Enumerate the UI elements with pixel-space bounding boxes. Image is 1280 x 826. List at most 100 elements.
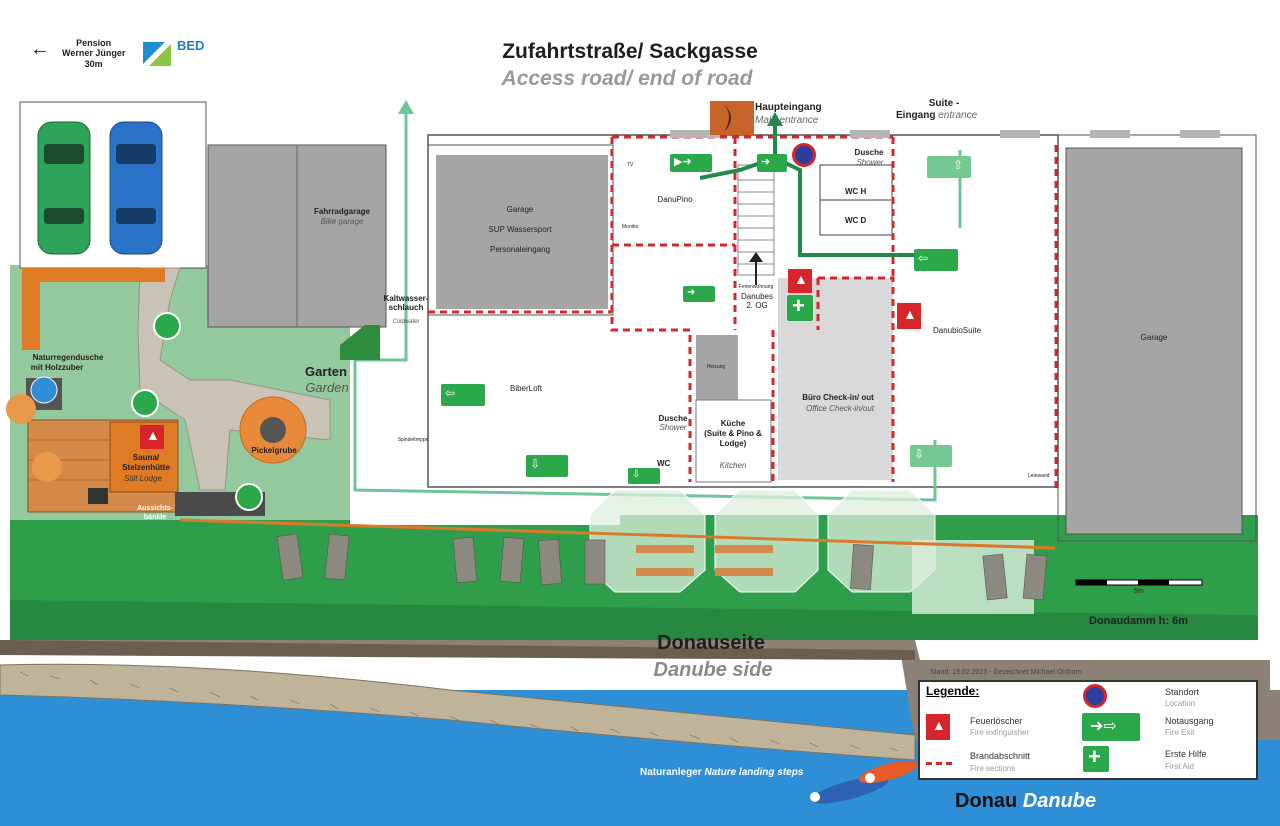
evacuation-route: [699, 124, 915, 257]
garden-label: Garten: [305, 364, 347, 379]
danubes-og-label: 2. OG: [746, 301, 768, 310]
road-title: Zufahrtstraße/ Sackgasse: [502, 40, 758, 63]
dusche2-label-en: Shower: [659, 423, 687, 432]
leinwand-label: Leinwand: [1028, 473, 1050, 479]
fire-extinguisher-sign-2: ▲: [897, 303, 921, 329]
legend-firesection: Brandabschnitt: [970, 751, 1031, 761]
naturdusche-label-1: Naturregendusche: [32, 353, 104, 362]
arrow-down-icon: ⇩: [632, 469, 641, 480]
pickelgrube-label: Pickelgrube: [251, 446, 297, 455]
deck-benches: [636, 545, 773, 576]
car-green: [37, 121, 91, 255]
legend-fire-exit: Notausgang: [1165, 716, 1214, 726]
legend-extinguisher: Feuerlöscher: [970, 716, 1023, 726]
legend-location-en: Location: [1165, 699, 1196, 708]
wc-label: WC: [657, 459, 671, 468]
fire-exit-sign-corridor: ⇦: [914, 249, 958, 271]
kitchen-label-en: Kitchen: [719, 461, 747, 470]
kaltwasser-label-2: schlauch: [388, 303, 424, 312]
dusche-label-en: Shower: [856, 158, 884, 167]
fire-exit-sign-biberloft-down: ⇩: [526, 455, 568, 477]
heizung-room: [696, 335, 738, 400]
fire-extinguisher-icon: ▲: [794, 271, 808, 287]
kitchen-label-3: Lodge): [719, 439, 747, 448]
aussicht-label-1: Aussichts-: [137, 505, 173, 512]
fire-extinguisher-sign-1: ▲: [788, 269, 812, 293]
location-marker-icon: [1083, 684, 1107, 708]
danube-side-label: Donauseite: [657, 632, 765, 654]
facade-windows: [670, 130, 1220, 138]
bike-garage-label: Fahrradgarage: [313, 207, 371, 216]
fire-exit-icon: ▶➜: [674, 156, 692, 168]
sauna-label-en: Stilt Lodge: [124, 474, 162, 483]
people-icon: [6, 394, 36, 424]
garden-label-en: Garden: [305, 380, 349, 395]
danube-side-label-en: Danube side: [653, 659, 773, 681]
arrow-down-icon: ⇩: [914, 447, 925, 461]
biberloft-label: BiberLoft: [509, 384, 543, 393]
legend-first-aid: Erste Hilfe: [1165, 749, 1207, 759]
aussicht-label-2: bänkle: [143, 514, 167, 521]
first-aid-sign: +: [787, 293, 813, 321]
legend: Legende: ▲ Feuerlöscher Fire extinguishe…: [918, 680, 1258, 780]
bathrobe-icon: [153, 312, 181, 340]
fire-exit-icon: ➜: [761, 156, 771, 168]
fire-exit-sign-biberloft: ⇦: [441, 384, 485, 406]
path-band: [0, 640, 915, 660]
scale-label: 5m: [1134, 588, 1144, 595]
arrow-down-icon: ⇩: [530, 457, 541, 471]
legend-first-aid-en: First Aid: [1165, 762, 1194, 771]
dyke-height-label: Donaudamm h: 6m: [1089, 615, 1189, 627]
bathrobe-icon: [235, 483, 263, 511]
dusche-label: Dusche: [854, 148, 884, 157]
fire-exit-sign-suite-down: ⇩: [910, 445, 952, 467]
bed-breakfast-logo-icon: [143, 42, 171, 66]
coldwater-label: Coldwater: [392, 319, 420, 325]
first-aid-icon: +: [792, 293, 805, 318]
sauna-label-1: Sauna/: [132, 453, 160, 462]
pension-label: Pension Werner Jünger 30m: [62, 38, 126, 69]
fire-section-lines: [428, 135, 1058, 490]
danubiosuite-label: DanubioSuite: [932, 326, 982, 335]
right-garage-label: Garage: [1140, 333, 1168, 342]
terrace-square: [912, 540, 1034, 614]
fire-exit-sign-wc: ⇩: [628, 468, 660, 484]
main-entrance-label: Haupteingang: [755, 102, 822, 113]
riprap-stones: [19, 671, 899, 752]
car-blue: [109, 121, 163, 255]
stone-riprap: [0, 663, 916, 761]
rain-shower: [30, 376, 58, 404]
kitchen-room: [695, 399, 772, 483]
first-aid-icon: +: [1083, 744, 1109, 772]
garden-fence: [340, 325, 380, 360]
sup-garage: [436, 155, 608, 309]
people-icon: [32, 452, 62, 482]
fire-exit-icon: ➜: [687, 287, 696, 298]
wc-h-label: WC H: [845, 187, 867, 196]
legend-firesection-en: Fire sections: [970, 764, 1016, 773]
main-entrance-label-en: Main entrance: [755, 115, 819, 126]
office-label: Büro Check-in/ out: [802, 393, 874, 402]
heizung-label: Heizung: [706, 364, 726, 370]
landing-steps-label: Naturanleger Nature landing steps: [640, 767, 804, 778]
wc-d-label: WC D: [845, 216, 867, 225]
fire-extinguisher-icon: ▲: [903, 306, 917, 322]
suite-entrance-label-2: Eingang entrance: [896, 110, 978, 121]
fire-exit-sign-ferienwohnung: ➜: [683, 286, 715, 302]
danubes-label: Danubes: [740, 292, 774, 301]
monitor-label: Monitor: [622, 224, 639, 230]
drawing-stamp: Stand: 19.02.2023 - Gezeichnet Michael Ö…: [930, 669, 1082, 676]
tv-label: TV: [627, 162, 634, 168]
dusche2-label: Dusche: [658, 414, 688, 423]
arrow-up-icon: ⇧: [953, 158, 964, 172]
deck-edge: [179, 518, 1056, 550]
bathrobe-icon: [131, 389, 159, 417]
arrow-left-icon: ⇦: [445, 386, 456, 400]
legend-extinguisher-en: Fire extinguisher: [970, 728, 1030, 737]
main-door: [710, 101, 754, 135]
arrow-left-icon: ⇦: [918, 251, 929, 265]
kitchen-label-1: Küche: [720, 419, 746, 428]
arrow-left-icon: ←: [30, 38, 50, 60]
